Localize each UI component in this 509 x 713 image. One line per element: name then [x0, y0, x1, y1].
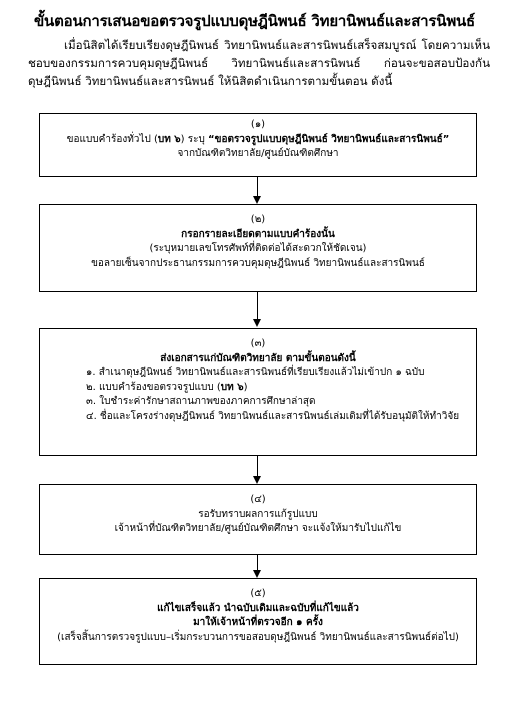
step-1-prefix: ขอแบบคำร้องทั่วไป ( [66, 133, 158, 145]
step-1-quote: “ขอตรวจรูปแบบดุษฎีนิพนธ์ วิทยานิพนธ์และส… [208, 133, 450, 145]
page-title: ขั้นตอนการเสนอขอตรวจรูปแบบดุษฎีนิพนธ์ วิ… [33, 12, 476, 30]
step-2-line-3: ขอลายเซ็นจากประธานกรรมการควบคุมดุษฎีนิพน… [91, 257, 425, 269]
step-1-number: (๑) [250, 119, 266, 130]
step-4-box: (๔) รอรับทราบผลการแก้รูปแบบ เจ้าหน้าที่บ… [39, 484, 477, 555]
step-4-line-2: เจ้าหน้าที่บัณฑิตวิทยาลัย/ศูนย์บัณฑิตศึก… [114, 523, 402, 534]
step-1-box: (๑) ขอแบบคำร้องทั่วไป (บท ๖) ระบุ “ขอตรว… [39, 113, 477, 177]
step-3-item-2-suffix: ) [243, 381, 248, 393]
arrow-2-shaft [257, 292, 258, 320]
step-1-form-code: บท ๖ [157, 133, 181, 145]
step-2-heading: กรอกรายละเอียดตามแบบคำร้องนั้น [181, 228, 335, 240]
step-4-line-1: รอรับทราบผลการแก้รูปแบบ [198, 508, 318, 520]
step-3-number: (๓) [250, 338, 266, 349]
step-5-heading-2: มาให้เจ้าหน้าที่ตรวจอีก ๑ ครั้ง [193, 617, 323, 628]
step-4-number: (๔) [250, 494, 266, 505]
step-3-document-list: ๑. สำเนาดุษฎีนิพนธ์ วิทยานิพนธ์และสารนิพ… [86, 366, 476, 424]
arrow-4-shaft [257, 555, 258, 571]
arrow-1-head [253, 196, 261, 204]
step-2-number: (๒) [250, 214, 266, 225]
step-3-item-1: ๑. สำเนาดุษฎีนิพนธ์ วิทยานิพนธ์และสารนิพ… [86, 367, 425, 378]
step-3-item-2: ๒. แบบคำร้องขอตรวจรูปแบบ (บท ๖) [86, 381, 476, 396]
step-1-line-1: ขอแบบคำร้องทั่วไป (บท ๖) ระบุ “ขอตรวจรูป… [40, 133, 476, 148]
step-2-line-2: (ระบุหมายเลขโทรศัพท์ที่ติดต่อได้สะดวกให้… [149, 243, 367, 254]
step-3-item-2-code: บท ๖ [220, 381, 244, 393]
step-2-box: (๒) กรอกรายละเอียดตามแบบคำร้องนั้น (ระบุ… [39, 204, 477, 292]
step-3-box: (๓) ส่งเอกสารแก่บัณฑิตวิทยาลัย ตามขั้นตอ… [39, 328, 477, 456]
arrow-3-head [253, 476, 261, 484]
step-1-line-2: จากบัณฑิตวิทยาลัย/ศูนย์บัณฑิตศึกษา [177, 148, 339, 159]
intro-paragraph: เมื่อนิสิตได้เรียบเรียงดุษฎีนิพนธ์ วิทยา… [28, 38, 490, 88]
step-5-heading-1: แก้ไขเสร็จแล้ว นำฉบับเดิมและฉบับที่แก้ไข… [157, 602, 359, 614]
step-1-mid: ) ระบุ [180, 133, 209, 145]
arrow-2-head [253, 319, 261, 327]
step-3-heading: ส่งเอกสารแก่บัณฑิตวิทยาลัย ตามขั้นตอนดัง… [160, 352, 356, 364]
arrow-4-head [253, 570, 261, 578]
step-5-number: (๕) [250, 588, 266, 599]
step-5-box: (๕) แก้ไขเสร็จแล้ว นำฉบับเดิมและฉบับที่แ… [39, 578, 477, 665]
step-3-item-2-prefix: ๒. แบบคำร้องขอตรวจรูปแบบ ( [86, 381, 221, 393]
step-3-item-4: ๔. ชื่อและโครงร่างดุษฎีนิพนธ์ วิทยานิพนธ… [86, 410, 460, 422]
step-3-item-3: ๓. ใบชำระค่ารักษาสถานภาพของภาคการศึกษาล่… [86, 396, 316, 407]
step-5-line-3: (เสร็จสิ้นการตรวจรูปแบบ–เริ่มกระบวนการขอ… [57, 631, 459, 643]
arrow-3-shaft [257, 456, 258, 477]
arrow-1-shaft [257, 177, 258, 197]
